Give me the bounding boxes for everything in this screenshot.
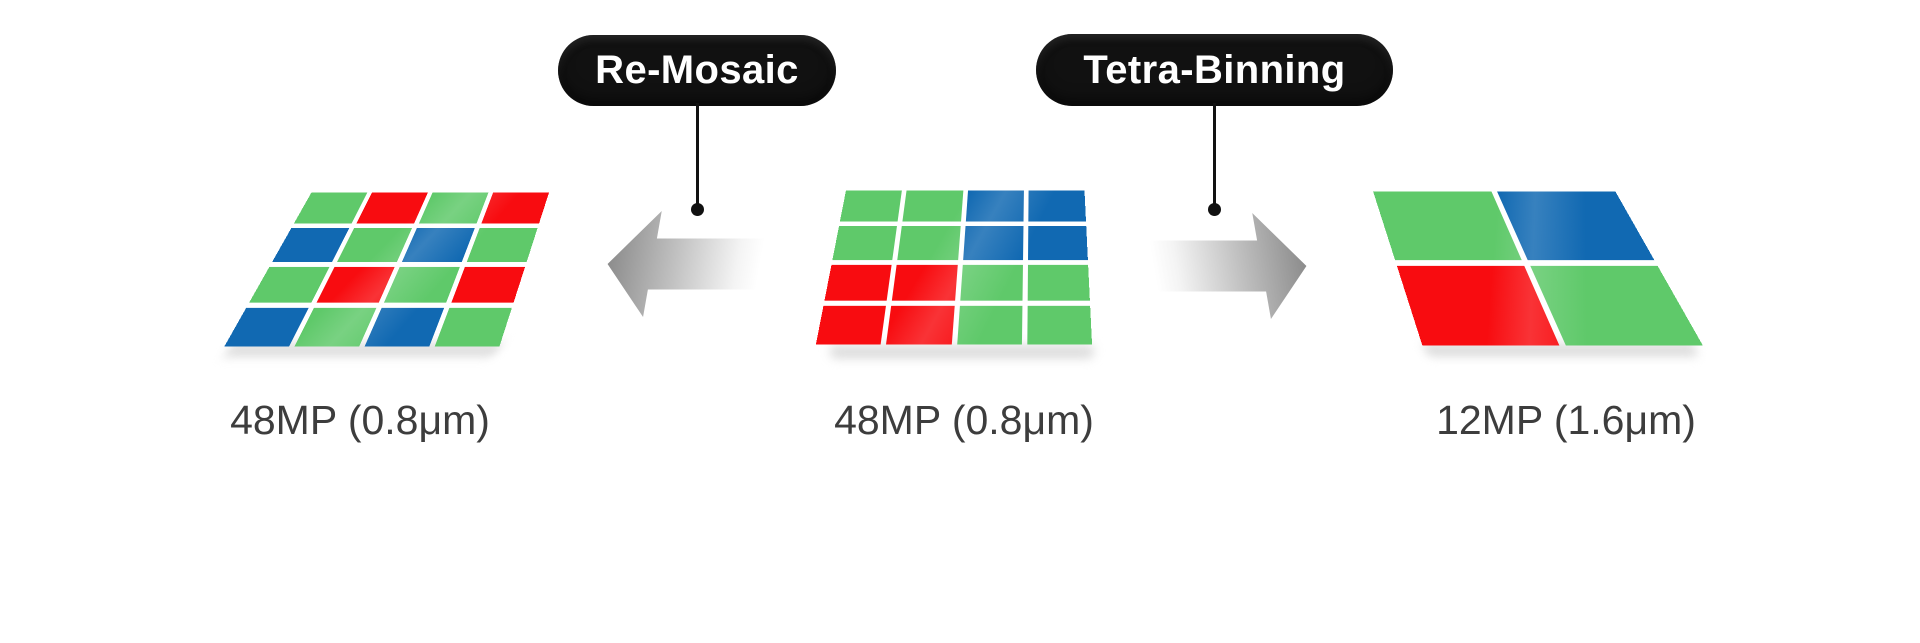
sensor-pixel-g <box>839 190 903 222</box>
sensor-pixel-r <box>892 264 958 301</box>
sensor-shadow <box>830 343 1094 358</box>
sensor-pixel-g <box>466 228 538 262</box>
sensor-pixel-b <box>272 228 350 262</box>
sensor-label-binned: 12MP (1.6μm) <box>1436 397 1696 443</box>
sensor-pixel-g <box>959 264 1023 301</box>
sensor-pixel-g <box>1027 305 1093 345</box>
re-mosaic-connector-line <box>696 103 699 206</box>
sensor-grid-remosaic-48mp <box>224 192 549 347</box>
sensor-pixel-r <box>451 266 526 303</box>
sensor-pixel-b <box>1497 191 1655 261</box>
sensor-pixel-g <box>294 307 377 347</box>
sensor-pixel-g <box>293 192 368 224</box>
sensor-label-remosaic: 48MP (0.8μm) <box>230 397 490 443</box>
sensor-pixel-b <box>402 228 475 262</box>
sensor-pixel-g <box>902 190 963 222</box>
tetra-binning-badge: Tetra-Binning <box>1036 34 1393 106</box>
sensor-pixel-g <box>1373 191 1522 261</box>
sensor-grid-quad-bayer-48mp <box>815 190 1093 345</box>
sensor-pixel-b <box>1027 226 1088 260</box>
sensor-pixel-g <box>1530 265 1703 346</box>
sensor-pixel-g <box>956 305 1023 345</box>
tetra-binning-badge-label: Tetra-Binning <box>1083 47 1346 92</box>
sensor-pixel-r <box>815 305 887 345</box>
sensor-pixel-b <box>1028 190 1087 222</box>
re-mosaic-connector-dot <box>691 203 704 216</box>
sensor-pixel-b <box>962 226 1024 260</box>
sensor-pixel-r <box>886 305 955 345</box>
tetra-binning-connector-dot <box>1208 203 1221 216</box>
tetra-binning-arrow-icon <box>1149 213 1307 319</box>
sensor-pixel-g <box>1027 264 1090 301</box>
sensor-grid-binned-12mp <box>1373 191 1703 346</box>
sensor-pixel-g <box>249 266 330 303</box>
sensor-pixel-b <box>364 307 445 347</box>
sensor-pixel-g <box>832 226 898 260</box>
sensor-pixel-r <box>356 192 428 224</box>
sensor-pixel-g <box>337 228 412 262</box>
sensor-pixel-r <box>824 264 892 301</box>
re-mosaic-arrow-icon <box>607 211 765 317</box>
sensor-pixel-b <box>965 190 1024 222</box>
re-mosaic-badge: Re-Mosaic <box>558 35 836 106</box>
sensor-pixel-r <box>481 192 549 224</box>
sensor-pixel-g <box>384 266 461 303</box>
sensor-pixel-g <box>418 192 489 224</box>
sensor-label-quad-bayer: 48MP (0.8μm) <box>834 397 1094 443</box>
sensor-pixel-r <box>316 266 395 303</box>
sensor-pixel-g <box>434 307 512 347</box>
sensor-pixel-g <box>897 226 961 260</box>
re-mosaic-badge-label: Re-Mosaic <box>595 48 799 92</box>
tetra-binning-connector-line <box>1213 103 1216 206</box>
